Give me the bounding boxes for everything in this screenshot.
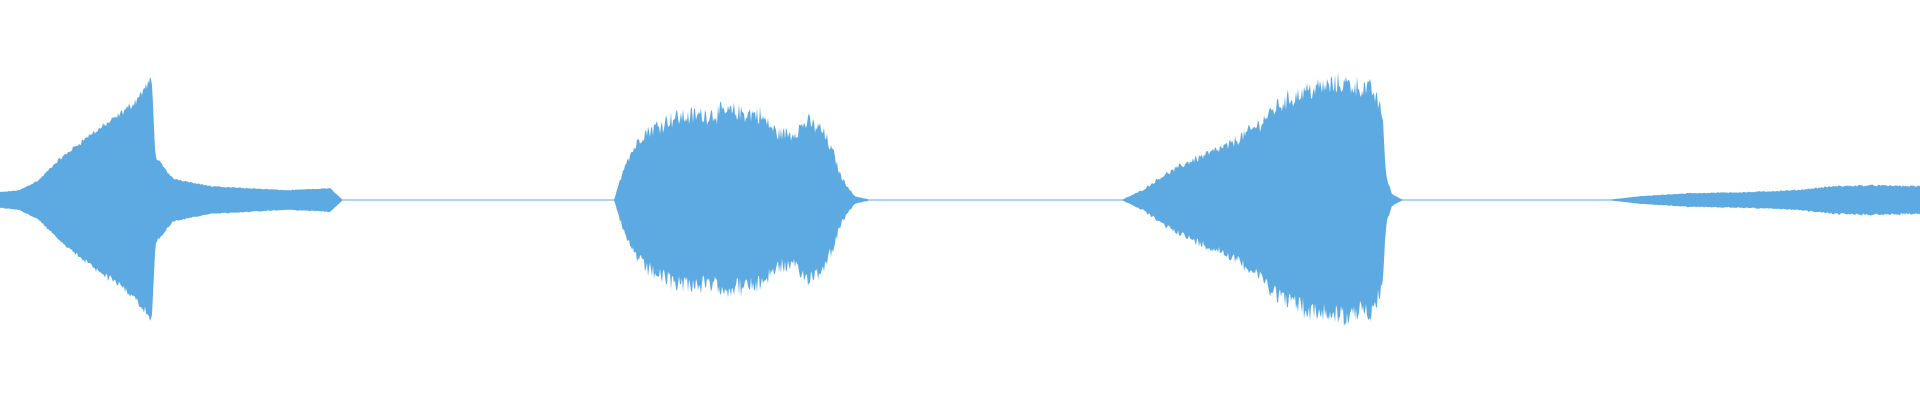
waveform-clips [0,71,1920,327]
waveform-clip-3 [1123,71,1402,327]
waveform-clip-1 [0,77,342,321]
waveform-clip-4 [1612,184,1920,216]
waveform-clip-2 [614,101,868,298]
